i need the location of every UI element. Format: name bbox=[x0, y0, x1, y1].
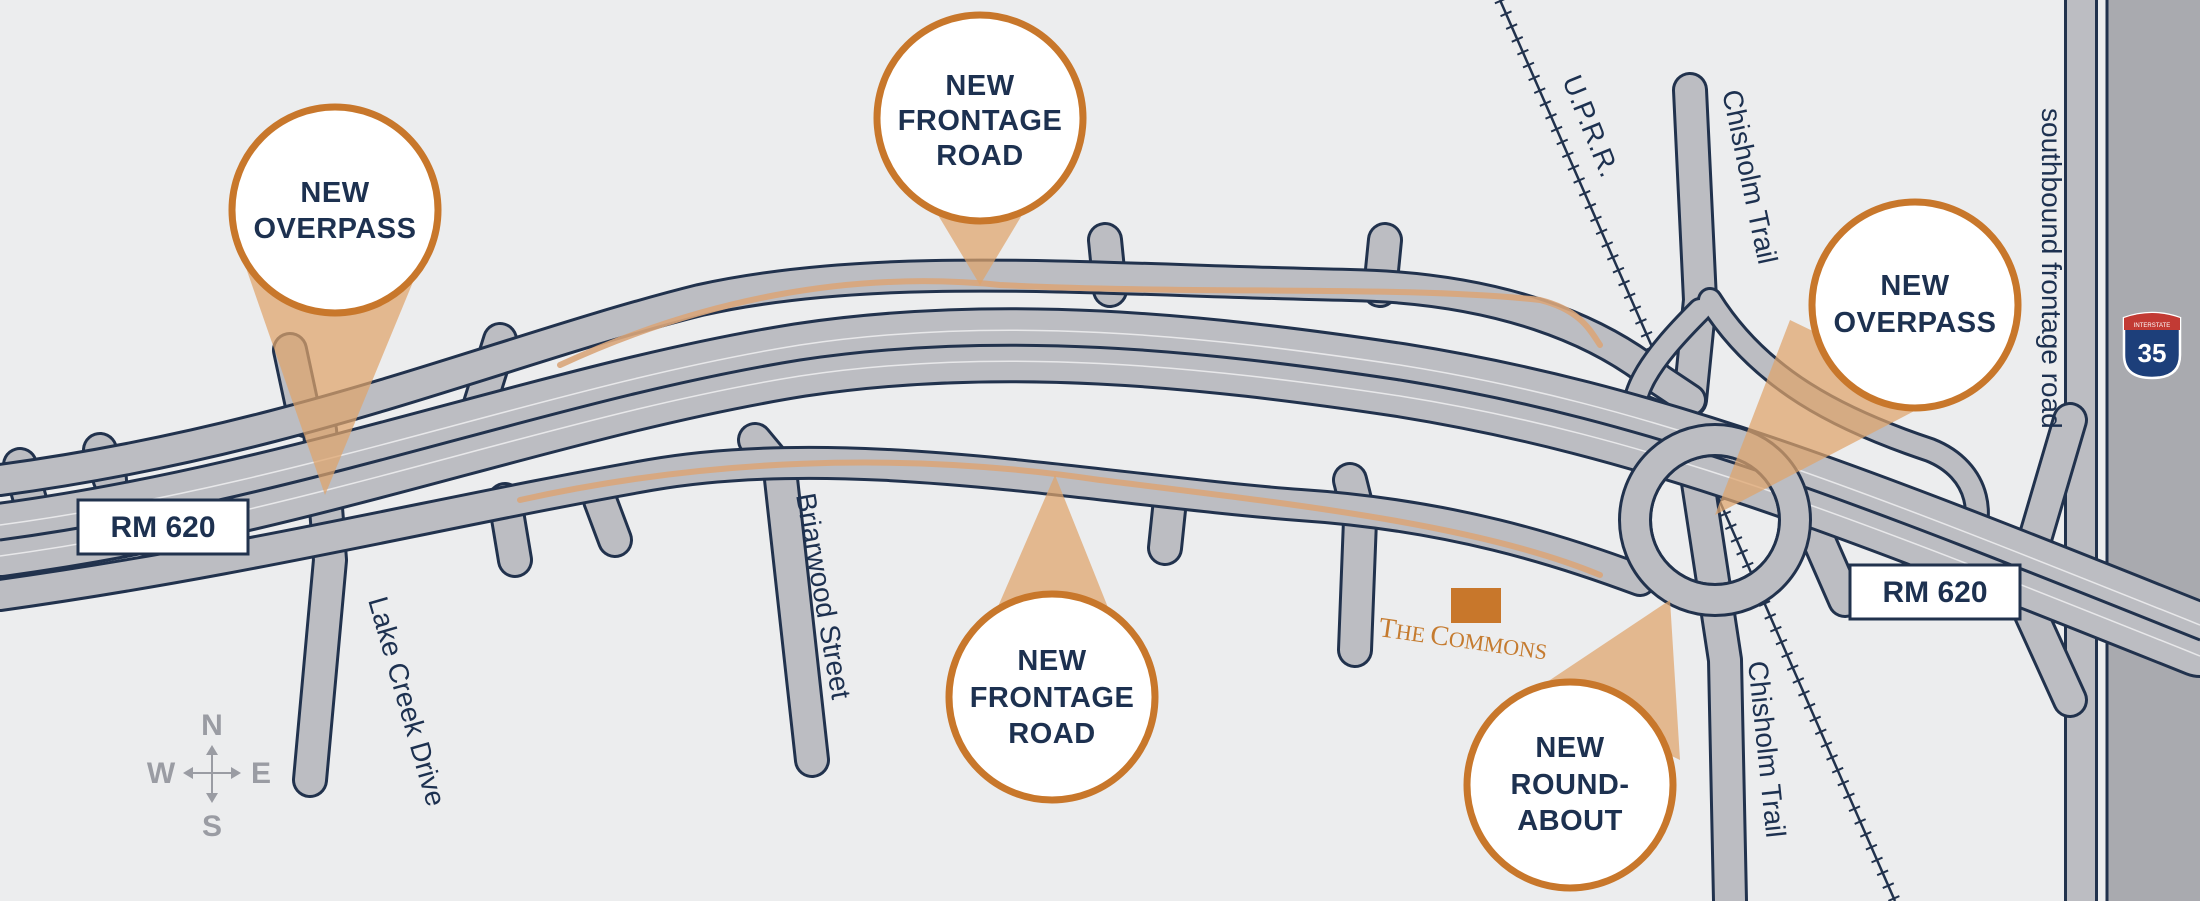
cone-frontage-south bbox=[990, 475, 1115, 625]
poi-cap: C bbox=[1428, 619, 1451, 652]
chisholm-trail-north-label: Chisholm Trail bbox=[1716, 87, 1783, 267]
interstate-35-shield: INTERSTATE 35 bbox=[2122, 311, 2182, 380]
callout-line: FRONTAGE bbox=[898, 105, 1063, 137]
compass-west: W bbox=[147, 757, 176, 790]
callout-line: NEW bbox=[945, 70, 1014, 102]
callout-new-overpass-west: NEW OVERPASS bbox=[228, 103, 442, 317]
callout-line: OVERPASS bbox=[253, 213, 416, 245]
chisholm-trail-south-label: Chisholm Trail bbox=[1742, 659, 1791, 839]
callout-line: NEW bbox=[1017, 645, 1086, 677]
callout-line: ROAD bbox=[1008, 718, 1095, 750]
compass-east: E bbox=[251, 757, 271, 790]
callout-new-roundabout: NEW ROUND- ABOUT bbox=[1463, 678, 1677, 892]
interstate-35-band bbox=[2107, 0, 2200, 901]
lake-creek-drive-label: Lake Creek Drive bbox=[362, 593, 451, 809]
callout-line: ROUND- bbox=[1511, 769, 1630, 801]
callout-line: NEW bbox=[1535, 732, 1604, 764]
rm-620-label-west: RM 620 bbox=[76, 498, 250, 556]
interstate-shield-number: 35 bbox=[2138, 338, 2167, 368]
southbound-frontage-road-label: southbound frontage road bbox=[2036, 108, 2067, 429]
roundabout bbox=[1618, 423, 1812, 617]
interstate-shield-top: INTERSTATE bbox=[2134, 323, 2170, 329]
callout-new-frontage-road-south: NEW FRONTAGE ROAD bbox=[945, 590, 1159, 804]
new-frontage-trace-north bbox=[557, 278, 1603, 368]
rm-620-text: RM 620 bbox=[110, 511, 215, 544]
compass-rose: N S W E bbox=[147, 709, 271, 843]
rm-620-label-east: RM 620 bbox=[1848, 563, 2022, 621]
callout-line: NEW bbox=[300, 177, 369, 209]
callout-line: NEW bbox=[1880, 270, 1949, 302]
callout-line: OVERPASS bbox=[1833, 307, 1996, 339]
poi-small: OMMONS bbox=[1447, 626, 1549, 665]
compass-north: N bbox=[201, 709, 223, 742]
railroad-label: U.P.R.R. bbox=[1556, 71, 1625, 182]
callout-line: ROAD bbox=[936, 140, 1023, 172]
callout-line: FRONTAGE bbox=[970, 682, 1135, 714]
cone-overpass-west bbox=[245, 265, 420, 495]
the-commons-building bbox=[1451, 588, 1501, 623]
new-frontage-trace-south bbox=[517, 459, 1603, 578]
compass-south: S bbox=[202, 810, 222, 843]
callout-new-overpass-east: NEW OVERPASS bbox=[1808, 198, 2022, 412]
poi-small: HE bbox=[1394, 619, 1432, 649]
rm-620-text: RM 620 bbox=[1882, 576, 1987, 609]
callout-new-frontage-road-north: NEW FRONTAGE ROAD bbox=[873, 11, 1087, 225]
callout-line: ABOUT bbox=[1517, 805, 1623, 837]
poi-cap: T bbox=[1377, 612, 1398, 645]
